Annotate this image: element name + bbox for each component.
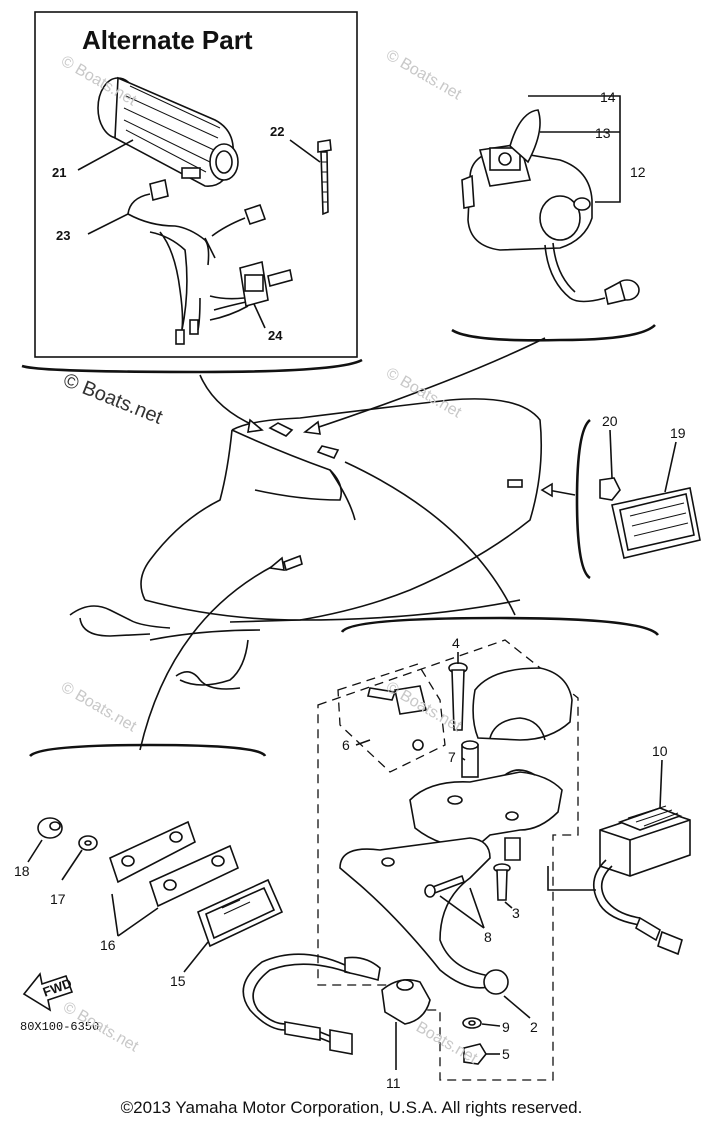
part-6-brake-switch — [367, 685, 427, 751]
part-19-reflector — [611, 487, 701, 559]
part-10-unit — [593, 805, 691, 956]
label-15: 15 — [170, 973, 186, 989]
part-18-nut — [37, 817, 63, 839]
callout-12-13-14 — [528, 95, 621, 203]
label-5: 5 — [502, 1046, 510, 1062]
arrow-line-housing — [309, 337, 546, 431]
label-21: 21 — [52, 165, 66, 180]
label-13: 13 — [595, 125, 611, 141]
part-9-washer — [462, 1017, 482, 1029]
copyright-notice: ©2013 Yamaha Motor Corporation, U.S.A. A… — [120, 1098, 583, 1117]
watermark: © Boats.net — [383, 365, 465, 422]
label-4: 4 — [452, 635, 460, 651]
label-12: 12 — [630, 164, 646, 180]
label-10: 10 — [652, 743, 668, 759]
watermark: © Boats.net — [58, 679, 140, 736]
part-5-nut — [463, 1043, 487, 1065]
part-17-washer — [78, 835, 98, 851]
part-20-nut — [599, 477, 621, 501]
arrow-line-15 — [139, 564, 276, 751]
label-11: 11 — [386, 1075, 401, 1091]
part-11-switch-cable — [242, 953, 431, 1055]
part-16-plates — [109, 820, 240, 908]
label-22: 22 — [270, 124, 284, 139]
label-16: 16 — [100, 937, 116, 953]
part-12-housing — [461, 109, 640, 305]
watermark: © Boats.net — [383, 47, 465, 104]
label-20: 20 — [602, 413, 618, 429]
part-15-reflector — [197, 878, 284, 948]
lead-line-10 — [547, 866, 596, 891]
diagram-code: 80X100-6350 — [20, 1020, 99, 1034]
callout-16 — [111, 893, 159, 937]
lever-cover — [472, 667, 573, 741]
switch-group-outline — [337, 663, 446, 773]
part-4-bolt — [448, 662, 468, 731]
label-19: 19 — [670, 425, 686, 441]
label-23: 23 — [56, 228, 70, 243]
label-3: 3 — [512, 905, 520, 921]
group-bracket-19 — [575, 418, 591, 580]
label-14: 14 — [600, 89, 616, 105]
part-8-screw — [424, 874, 466, 898]
alternate-part-inset: Alternate Part — [34, 11, 358, 358]
group-bracket-12 — [451, 324, 656, 342]
label-18: 18 — [14, 863, 30, 879]
label-2: 2 — [530, 1019, 538, 1035]
label-24: 24 — [268, 328, 283, 343]
part-21-grip — [97, 76, 239, 187]
group-bracket-15 — [29, 743, 267, 758]
arrow-line-lever — [344, 461, 516, 616]
inset-title: Alternate Part — [82, 25, 253, 55]
inset-bracket-bottom — [21, 358, 363, 374]
part-3-screw — [493, 863, 511, 901]
watermark: © Boats.net — [60, 369, 166, 429]
part-22-cable-tie — [317, 139, 332, 216]
snowmobile-body — [69, 398, 543, 690]
part-7-collar — [461, 740, 479, 778]
label-17: 17 — [50, 891, 66, 907]
label-6: 6 — [342, 737, 350, 753]
brake-lever — [339, 837, 509, 995]
part-23-harness — [127, 179, 267, 345]
group-bracket-lever — [340, 616, 660, 636]
part-24-switch — [209, 260, 293, 321]
callout-8 — [469, 887, 485, 929]
label-9: 9 — [502, 1019, 510, 1035]
label-8: 8 — [484, 929, 492, 945]
label-7: 7 — [448, 749, 456, 765]
